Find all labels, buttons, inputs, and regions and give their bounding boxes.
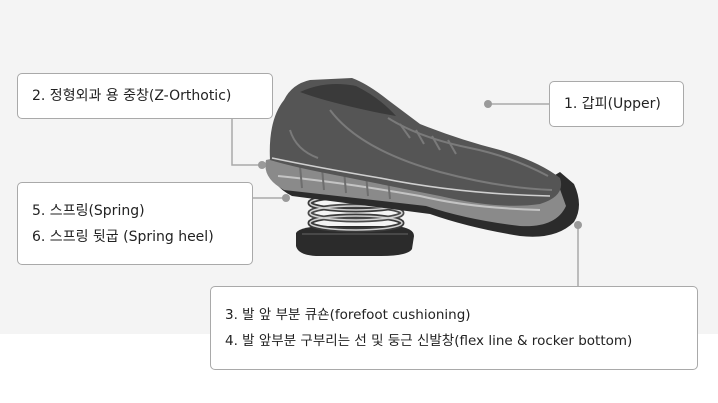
label-orthotic-text: 2. 정형외과 용 중창(Z-Orthotic) <box>32 88 232 104</box>
marker-dot-spring <box>282 194 290 202</box>
upper-welt <box>271 157 551 197</box>
label-orthotic-midsole: 2. 정형외과 용 중창(Z-Orthotic) <box>17 73 273 119</box>
shoe-collar <box>300 84 396 116</box>
label-spring-text: 5. 스프링(Spring) <box>32 202 145 219</box>
midsole-line <box>277 175 541 211</box>
upper-details <box>289 109 553 191</box>
marker-dot-upper <box>484 100 492 108</box>
label-forefoot: 3. 발 앞 부분 큐숀(forefoot cushioning) 4. 발 앞… <box>210 286 698 370</box>
label-upper: 1. 갑피(Upper) <box>549 81 684 127</box>
label-spring: 5. 스프링(Spring) 6. 스프링 뒷굽 (Spring heel) <box>17 182 253 265</box>
marker-dot-orthotic <box>258 161 266 169</box>
shoe-upper <box>269 78 562 206</box>
label-upper-text: 1. 갑피(Upper) <box>564 96 661 112</box>
leader-lines <box>231 103 579 286</box>
leader-line-orthotic <box>231 119 262 166</box>
marker-dots <box>258 100 582 229</box>
label-flex-rocker-text: 4. 발 앞부분 구부리는 선 및 둥근 신발창(flex line & roc… <box>225 333 633 349</box>
label-forefoot-text: 3. 발 앞 부분 큐숀(forefoot cushioning) <box>225 307 471 323</box>
marker-dot-forefoot <box>574 221 582 229</box>
label-spring-heel-text: 6. 스프링 뒷굽 (Spring heel) <box>32 228 214 245</box>
